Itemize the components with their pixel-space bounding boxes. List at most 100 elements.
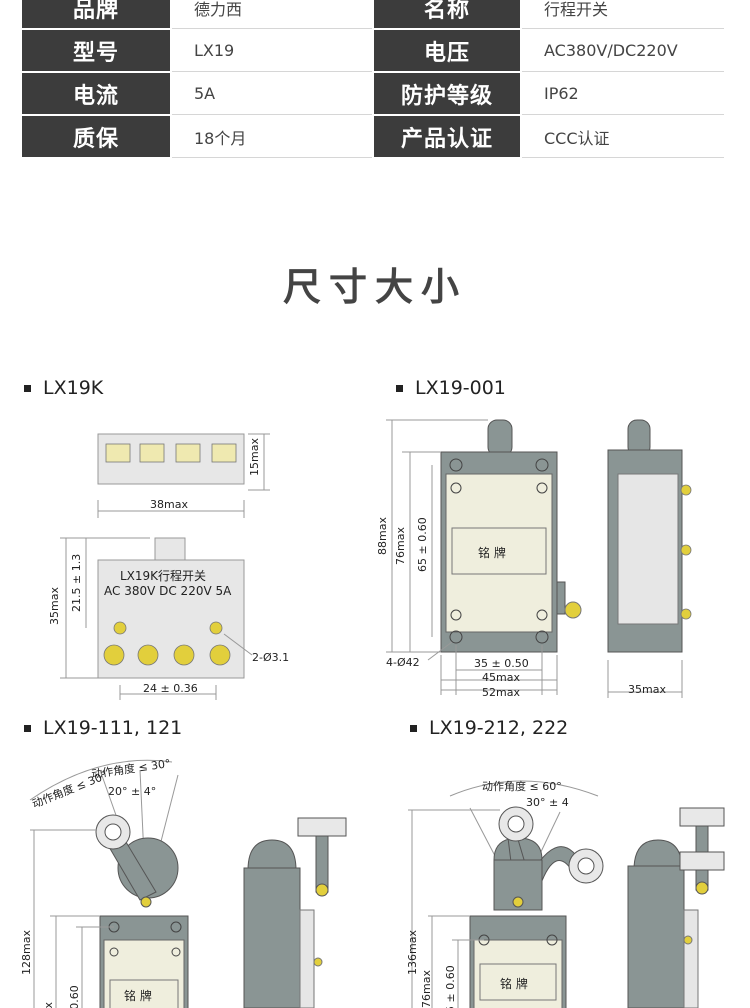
bullet-icon bbox=[24, 384, 31, 392]
spec-row: 质保 18个月 产品认证 CCC认证 bbox=[22, 116, 724, 158]
angle-arc bbox=[449, 780, 599, 797]
screw-icon bbox=[680, 608, 692, 620]
dim-label: 76max bbox=[420, 970, 433, 1008]
nameplate-text: 铭 牌 bbox=[478, 545, 506, 560]
mount-hole-icon bbox=[449, 630, 463, 644]
dim-label: 52max bbox=[482, 686, 520, 699]
side-panel bbox=[299, 909, 315, 1008]
side-panel bbox=[617, 473, 679, 625]
bullet-icon bbox=[24, 724, 31, 732]
spec-value: IP62 bbox=[522, 73, 724, 115]
spec-value: 5A bbox=[172, 73, 372, 115]
dim-label: 45max bbox=[482, 671, 520, 684]
bullet-icon bbox=[396, 384, 403, 392]
pivot-icon bbox=[315, 883, 329, 897]
pivot-icon bbox=[512, 896, 524, 908]
terminal-icon bbox=[211, 443, 237, 463]
mount-hole-icon bbox=[546, 934, 558, 946]
roller-side-icon bbox=[679, 851, 725, 871]
nameplate-text: 铭 牌 bbox=[500, 976, 528, 991]
screw-icon bbox=[209, 644, 231, 666]
spec-label: 型号 bbox=[22, 30, 170, 71]
switch-side-view bbox=[243, 867, 301, 1008]
dim-label: 65 ± 0.60 bbox=[416, 517, 429, 572]
dim-label: 65 ± 0.60 bbox=[68, 985, 81, 1008]
screw-icon bbox=[173, 644, 195, 666]
roller-hub-icon bbox=[104, 823, 122, 841]
angle-label: 30° ± 4 bbox=[526, 796, 569, 809]
dim-label: 128max bbox=[20, 930, 33, 975]
dim-label: 136max bbox=[406, 930, 419, 975]
side-panel bbox=[683, 909, 699, 1008]
spec-label: 品牌 bbox=[22, 0, 170, 28]
plate-text: LX19K行程开关 bbox=[120, 568, 206, 583]
roller-side-icon bbox=[297, 817, 347, 837]
dim-label: 76max bbox=[42, 1002, 55, 1008]
spec-row: 电流 5A 防护等级 IP62 bbox=[22, 73, 724, 115]
roller-side-icon bbox=[679, 807, 725, 827]
terminal-icon bbox=[105, 443, 131, 463]
cable-gland bbox=[556, 581, 566, 615]
screw-icon bbox=[683, 935, 693, 945]
screw-icon bbox=[103, 644, 125, 666]
screw-icon bbox=[209, 621, 223, 635]
mount-hole-icon bbox=[535, 630, 549, 644]
screw-icon bbox=[137, 644, 159, 666]
spec-value: LX19 bbox=[172, 30, 372, 72]
screw-icon bbox=[536, 609, 548, 621]
spec-row: 品牌 德力西 名称 行程开关 bbox=[22, 0, 724, 29]
dim-label: 24 ± 0.36 bbox=[143, 682, 198, 695]
spec-label: 名称 bbox=[374, 0, 520, 28]
model-heading-lx19k: LX19K bbox=[24, 377, 103, 399]
screw-icon bbox=[109, 947, 119, 957]
screw-icon bbox=[680, 484, 692, 496]
dim-label: 38max bbox=[150, 498, 188, 511]
nameplate-text: 铭 牌 bbox=[124, 988, 152, 1003]
terminal-icon bbox=[175, 443, 201, 463]
nameplate bbox=[109, 979, 179, 1008]
section-title: 尺寸大小 bbox=[282, 265, 467, 309]
angle-label: 动作角度 ≤ 60° bbox=[482, 779, 562, 793]
dim-label: 35max bbox=[48, 587, 61, 625]
spec-label: 防护等级 bbox=[374, 73, 520, 114]
dim-label: 21.5 ± 1.3 bbox=[70, 554, 83, 612]
spec-value: AC380V/DC220V bbox=[522, 30, 724, 72]
model-heading-lx19-001: LX19-001 bbox=[396, 377, 506, 399]
bullet-icon bbox=[410, 724, 417, 732]
mount-hole-icon bbox=[449, 458, 463, 472]
gland-icon bbox=[564, 601, 582, 619]
screw-icon bbox=[171, 947, 181, 957]
angle-arc bbox=[29, 759, 173, 801]
screw-icon bbox=[536, 482, 548, 494]
dim-label: 35max bbox=[628, 683, 666, 696]
dim-label: 15max bbox=[248, 438, 261, 476]
screw-icon bbox=[113, 621, 127, 635]
nameplate bbox=[451, 527, 547, 575]
switch-side-view bbox=[627, 865, 685, 1008]
terminal-icon bbox=[139, 443, 165, 463]
mount-hole-icon bbox=[535, 458, 549, 472]
spec-label: 电压 bbox=[374, 30, 520, 71]
screw-icon bbox=[450, 482, 462, 494]
dim-label: 2-Ø3.1 bbox=[252, 651, 289, 664]
model-heading-lx19-212: LX19-212, 222 bbox=[410, 717, 568, 739]
actuator-head-side bbox=[247, 839, 297, 871]
pivot-icon bbox=[695, 881, 709, 895]
angle-label: 20° ± 4° bbox=[108, 785, 156, 798]
spec-value: 18个月 bbox=[172, 116, 372, 158]
screw-icon bbox=[680, 544, 692, 556]
spec-row: 型号 LX19 电压 AC380V/DC220V bbox=[22, 30, 724, 72]
model-heading-lx19-111: LX19-111, 121 bbox=[24, 717, 182, 739]
dim-label: 4-Ø42 bbox=[386, 656, 420, 669]
screw-icon bbox=[313, 957, 323, 967]
nameplate bbox=[479, 963, 557, 1001]
spec-label: 电流 bbox=[22, 73, 170, 114]
roller-hub-icon bbox=[577, 857, 595, 875]
spec-value: CCC认证 bbox=[522, 116, 724, 158]
dim-label: 65 ± 0.60 bbox=[444, 965, 457, 1008]
pivot-icon bbox=[140, 896, 152, 908]
